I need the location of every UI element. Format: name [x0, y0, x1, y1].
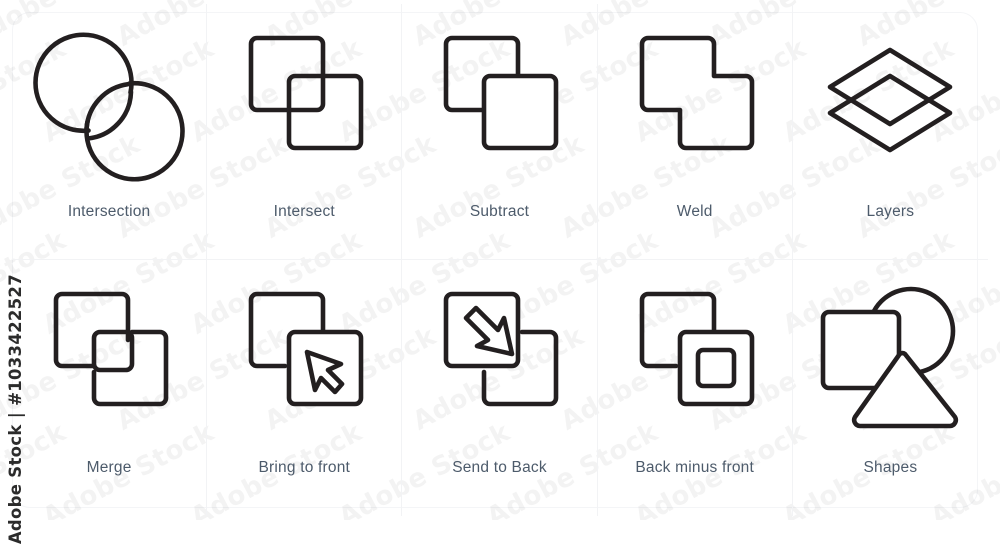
icon-label: Send to Back	[452, 459, 547, 476]
icon-label: Layers	[866, 203, 915, 220]
send-to-back-icon	[404, 276, 594, 458]
icon-grid: Intersection Intersect Sub	[12, 4, 988, 516]
icon-cell-bring-to-front[interactable]: Bring to front	[207, 260, 403, 516]
icon-label: Back minus front	[635, 459, 755, 476]
icon-label: Shapes	[863, 459, 918, 476]
icon-cell-send-to-back[interactable]: Send to Back	[402, 260, 598, 516]
intersection-icon	[14, 20, 204, 202]
subtract-icon	[404, 20, 594, 202]
icon-cell-layers[interactable]: Layers	[792, 4, 988, 260]
shapes-icon	[795, 276, 985, 458]
layers-icon	[795, 20, 985, 202]
adobe-stock-watermark-id: Adobe Stock | #1033422527	[6, 274, 25, 544]
icon-label: Bring to front	[258, 459, 351, 476]
icon-label: Intersection	[67, 203, 151, 220]
bring-to-front-icon	[209, 276, 399, 458]
icon-cell-shapes[interactable]: Shapes	[793, 260, 988, 516]
icon-cell-weld[interactable]: Weld	[597, 4, 793, 260]
merge-icon	[14, 276, 204, 458]
icon-label: Subtract	[469, 203, 530, 220]
icon-cell-merge[interactable]: Merge	[12, 260, 208, 516]
icon-label: Intersect	[273, 203, 335, 220]
icon-cell-intersect[interactable]: Intersect	[207, 4, 403, 260]
icon-cell-subtract[interactable]: Subtract	[402, 4, 598, 260]
icon-label: Weld	[676, 203, 713, 220]
intersect-icon	[209, 20, 399, 202]
back-minus-front-icon	[600, 276, 790, 458]
icon-label: Merge	[86, 459, 132, 476]
icon-cell-back-minus-front[interactable]: Back minus front	[598, 260, 793, 516]
icon-cell-intersection[interactable]: Intersection	[12, 4, 208, 260]
weld-icon	[600, 20, 790, 202]
